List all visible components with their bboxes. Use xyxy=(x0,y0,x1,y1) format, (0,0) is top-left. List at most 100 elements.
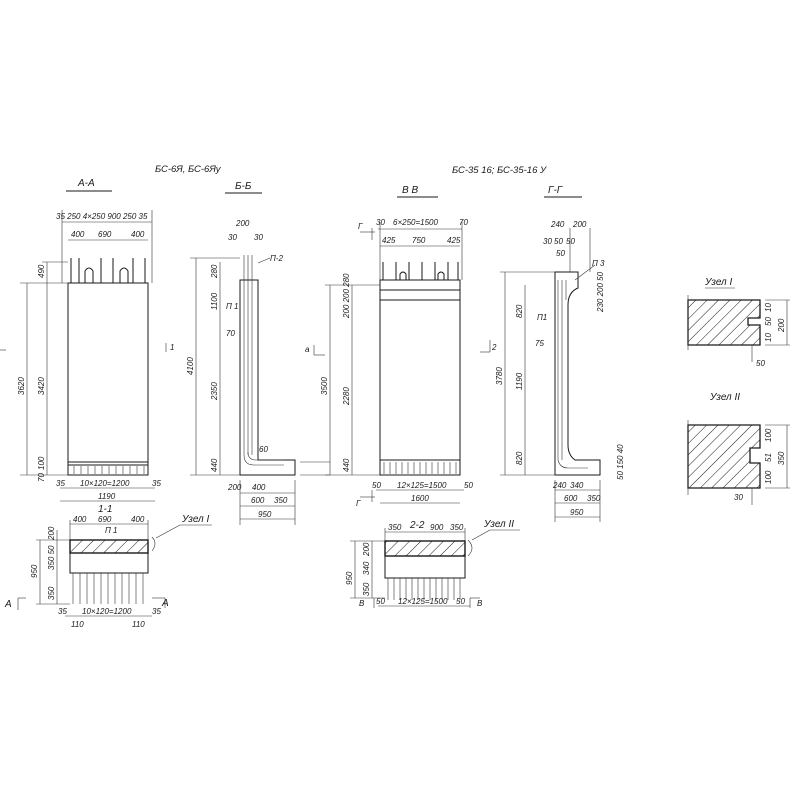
node2-title: Узел II xyxy=(709,392,740,403)
bb-bottom-950: 950 xyxy=(258,510,272,519)
node-1-detail: Узел I 10 50 10 200 50 xyxy=(687,277,790,368)
aa-dim-3620: 3620 xyxy=(17,377,26,395)
s11-node-label: Узел I xyxy=(181,514,209,525)
aa-bottom-35-left: 35 xyxy=(56,479,65,488)
vv-marker-g-top: Г xyxy=(358,222,363,231)
aa-marker-1: 1 xyxy=(170,343,174,352)
aa-top-row1: 35 250 4×250 900 250 35 xyxy=(56,212,148,221)
section-label-11: 1-1 xyxy=(98,504,112,515)
gg-note-p1: П1 xyxy=(537,313,547,322)
s11-dim-950: 950 xyxy=(30,564,39,578)
view-gg: 240 200 30 50 50 50 П 3 3780 820 1190 82… xyxy=(480,220,625,522)
s11-dim-350-50: 350 50 xyxy=(47,545,56,570)
bb-top-200: 200 xyxy=(235,219,250,228)
node1-dim-50: 50 xyxy=(764,317,773,326)
view-bb: 200 30 30 П-2 4100 280 1100 2350 440 П 1… xyxy=(186,219,330,525)
bb-bottom-600: 600 xyxy=(251,496,265,505)
gg-bottom-350: 350 xyxy=(587,494,601,503)
gg-bottom-950: 950 xyxy=(570,508,584,517)
node2-dim-51: 51 xyxy=(764,453,773,462)
node1-dim-200: 200 xyxy=(777,318,786,333)
node1-dim-50-bottom: 50 xyxy=(756,359,765,368)
node2-dim-100-bottom: 100 xyxy=(764,470,773,484)
section-label-vv: В В xyxy=(402,185,418,196)
gg-marker-2: 2 xyxy=(491,343,497,352)
gg-bottom-600: 600 xyxy=(564,494,578,503)
vv-top-425-right: 425 xyxy=(447,236,461,245)
section-11: 1-1 400 690 400 П 1 950 200 350 50 350 3… xyxy=(4,504,212,629)
s22-dim-350: 350 xyxy=(362,582,371,596)
s11-marker-left: А xyxy=(4,599,12,610)
vv-top-30: 30 xyxy=(376,218,385,227)
bb-bottom-200: 200 xyxy=(227,483,242,492)
bb-top-30-left: 30 xyxy=(228,233,237,242)
s22-dim-950: 950 xyxy=(345,571,354,585)
node1-title: Узел I xyxy=(704,277,732,288)
node1-dim-10-top: 10 xyxy=(764,303,773,312)
vv-top-425-left: 425 xyxy=(382,236,396,245)
gg-top-30: 30 xyxy=(543,237,552,246)
gg-dim-3780: 3780 xyxy=(495,367,504,385)
node-2-detail: Узел II 100 51 100 350 30 xyxy=(687,392,790,505)
bb-bottom-350: 350 xyxy=(274,496,288,505)
vv-top-spacing: 6×250=1500 xyxy=(393,218,438,227)
vv-bottom-1600: 1600 xyxy=(411,494,429,503)
gg-dim-820-bottom: 820 xyxy=(515,451,524,465)
s22-dim-200: 200 xyxy=(362,542,371,557)
s11-dim-350: 350 xyxy=(47,586,56,600)
aa-bottom-35-right: 35 xyxy=(152,479,161,488)
vv-dim-3500: 3500 xyxy=(320,377,329,395)
aa-bottom-1190: 1190 xyxy=(98,492,116,501)
gg-top-50a: 50 xyxy=(554,237,563,246)
gg-top-240: 240 xyxy=(550,220,565,229)
section-label-bb: Б-Б xyxy=(235,181,252,192)
s11-top-400-left: 400 xyxy=(73,515,87,524)
vv-bottom-50-right: 50 xyxy=(464,481,473,490)
bb-dim-1100: 1100 xyxy=(210,292,219,310)
s11-bottom-35-right: 35 xyxy=(152,607,161,616)
gg-note-bottom-dims: 50 150 40 xyxy=(616,444,625,480)
bb-bottom-400: 400 xyxy=(252,483,266,492)
title-right: БС-35 16; БС-35-16 У xyxy=(452,165,547,176)
bb-dim-4100: 4100 xyxy=(186,357,195,375)
vv-bottom-spacing: 12×125=1500 xyxy=(397,481,447,490)
s22-top-350-left: 350 xyxy=(388,523,402,532)
gg-note-75: 75 xyxy=(535,339,544,348)
s22-marker-left: В xyxy=(359,599,365,608)
s11-bottom-35-left: 35 xyxy=(58,607,67,616)
s22-bottom-spacing: 12×125=1500 xyxy=(398,597,448,606)
gg-rebar-p3: П 3 xyxy=(592,259,605,268)
s11-top-690: 690 xyxy=(98,515,112,524)
vv-dim-200-200-280: 200 200 280 xyxy=(342,273,351,319)
s22-top-350-right: 350 xyxy=(450,523,464,532)
title-left: БС-6Я, БС-6Яу xyxy=(155,164,222,175)
aa-dim-3420: 3420 xyxy=(37,377,46,395)
vv-top-70: 70 xyxy=(459,218,468,227)
section-22: 2-2 350 900 350 950 200 340 350 50 12×12… xyxy=(345,519,520,608)
s11-rebar-p1: П 1 xyxy=(105,526,117,535)
bb-top-30-right: 30 xyxy=(254,233,263,242)
aa-dim-100: 100 xyxy=(37,456,46,470)
aa-top-690: 690 xyxy=(98,230,112,239)
bb-dim-440: 440 xyxy=(210,458,219,472)
s22-bottom-50-right: 50 xyxy=(456,597,465,606)
aa-top-400-left: 400 xyxy=(71,230,85,239)
aa-dim-70: 70 xyxy=(37,473,46,482)
view-aa: 35 250 4×250 900 250 35 400 690 400 3620… xyxy=(0,210,174,502)
bb-note-60: 60 xyxy=(259,445,268,454)
s11-bottom-110-left: 110 xyxy=(71,620,84,629)
gg-dim-1190: 1190 xyxy=(515,372,524,390)
aa-dim-490: 490 xyxy=(37,264,46,278)
bb-note-p1: П 1 xyxy=(226,302,238,311)
section-label-gg: Г-Г xyxy=(548,185,564,196)
vv-top-750: 750 xyxy=(412,236,426,245)
gg-dim-820-top: 820 xyxy=(515,304,524,318)
gg-top-50b: 50 xyxy=(566,237,575,246)
s11-bottom-spacing: 10×120=1200 xyxy=(82,607,132,616)
vv-marker-g-bottom: Г xyxy=(356,499,361,508)
node2-dim-30: 30 xyxy=(734,493,743,502)
section-label-aa: А-А xyxy=(77,178,95,189)
node2-dim-100-top: 100 xyxy=(764,428,773,442)
s11-dim-200: 200 xyxy=(47,526,56,541)
